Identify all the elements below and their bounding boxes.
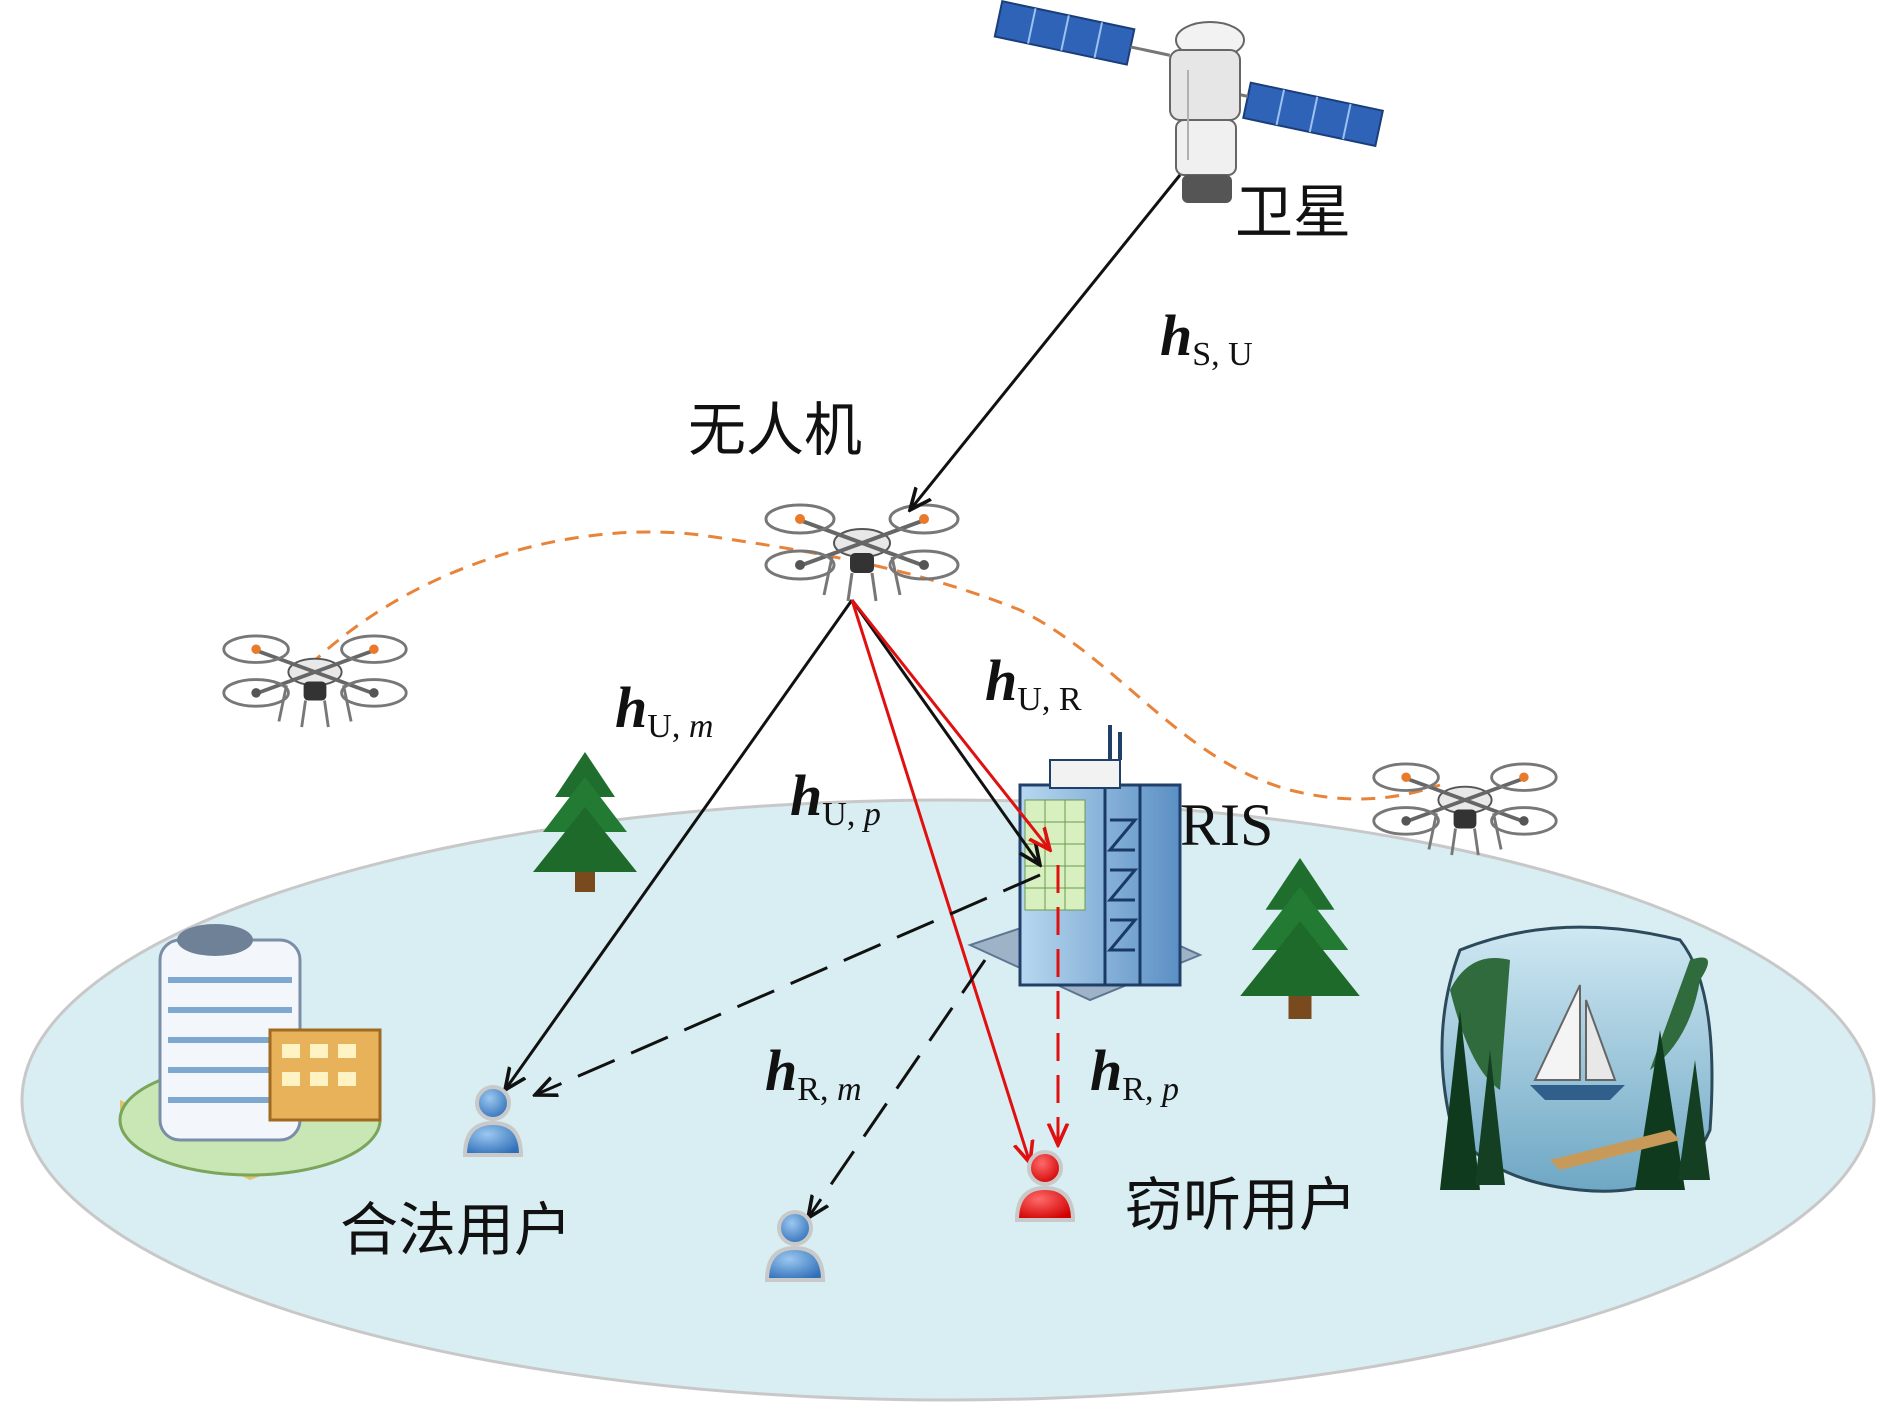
office-building-icon [118, 924, 382, 1180]
channel-label-h-rm: hR, m [765, 1038, 862, 1108]
channel-label-h-su: hS, U [1160, 303, 1253, 373]
eavesdropper-label: 窃听用户 [1125, 1171, 1357, 1239]
channel-label-h-um: hU, m [615, 675, 713, 745]
ris-label: RIS [1180, 792, 1273, 858]
uav-trajectory [308, 530, 1441, 801]
legit-user-label: 合法用户 [340, 1196, 572, 1264]
lake-scenery-icon [1440, 925, 1714, 1193]
satellite-icon [993, 0, 1385, 203]
uav-left-position-icon [221, 634, 409, 729]
link-satellite-uav [910, 174, 1182, 510]
link-uav-legit-user [505, 599, 854, 1090]
link-uav-ris [850, 599, 1040, 865]
channel-label-h-ur: hU, R [985, 648, 1082, 718]
channel-label-h-rp: hR, p [1090, 1038, 1179, 1108]
ground-area [20, 798, 1876, 1402]
link-uav-ris-red [850, 599, 1050, 850]
link-ris-legit-user [535, 873, 1041, 1095]
link-ris-user-m [808, 959, 987, 1218]
uav-label: 无人机 [688, 396, 862, 464]
channel-label-h-up: hU, p [790, 763, 881, 833]
satellite-label: 卫星 [1235, 178, 1351, 246]
link-uav-eavesdropper [850, 599, 1030, 1163]
uav-drone-icon [764, 503, 960, 603]
ris-building-icon [967, 725, 1203, 1002]
